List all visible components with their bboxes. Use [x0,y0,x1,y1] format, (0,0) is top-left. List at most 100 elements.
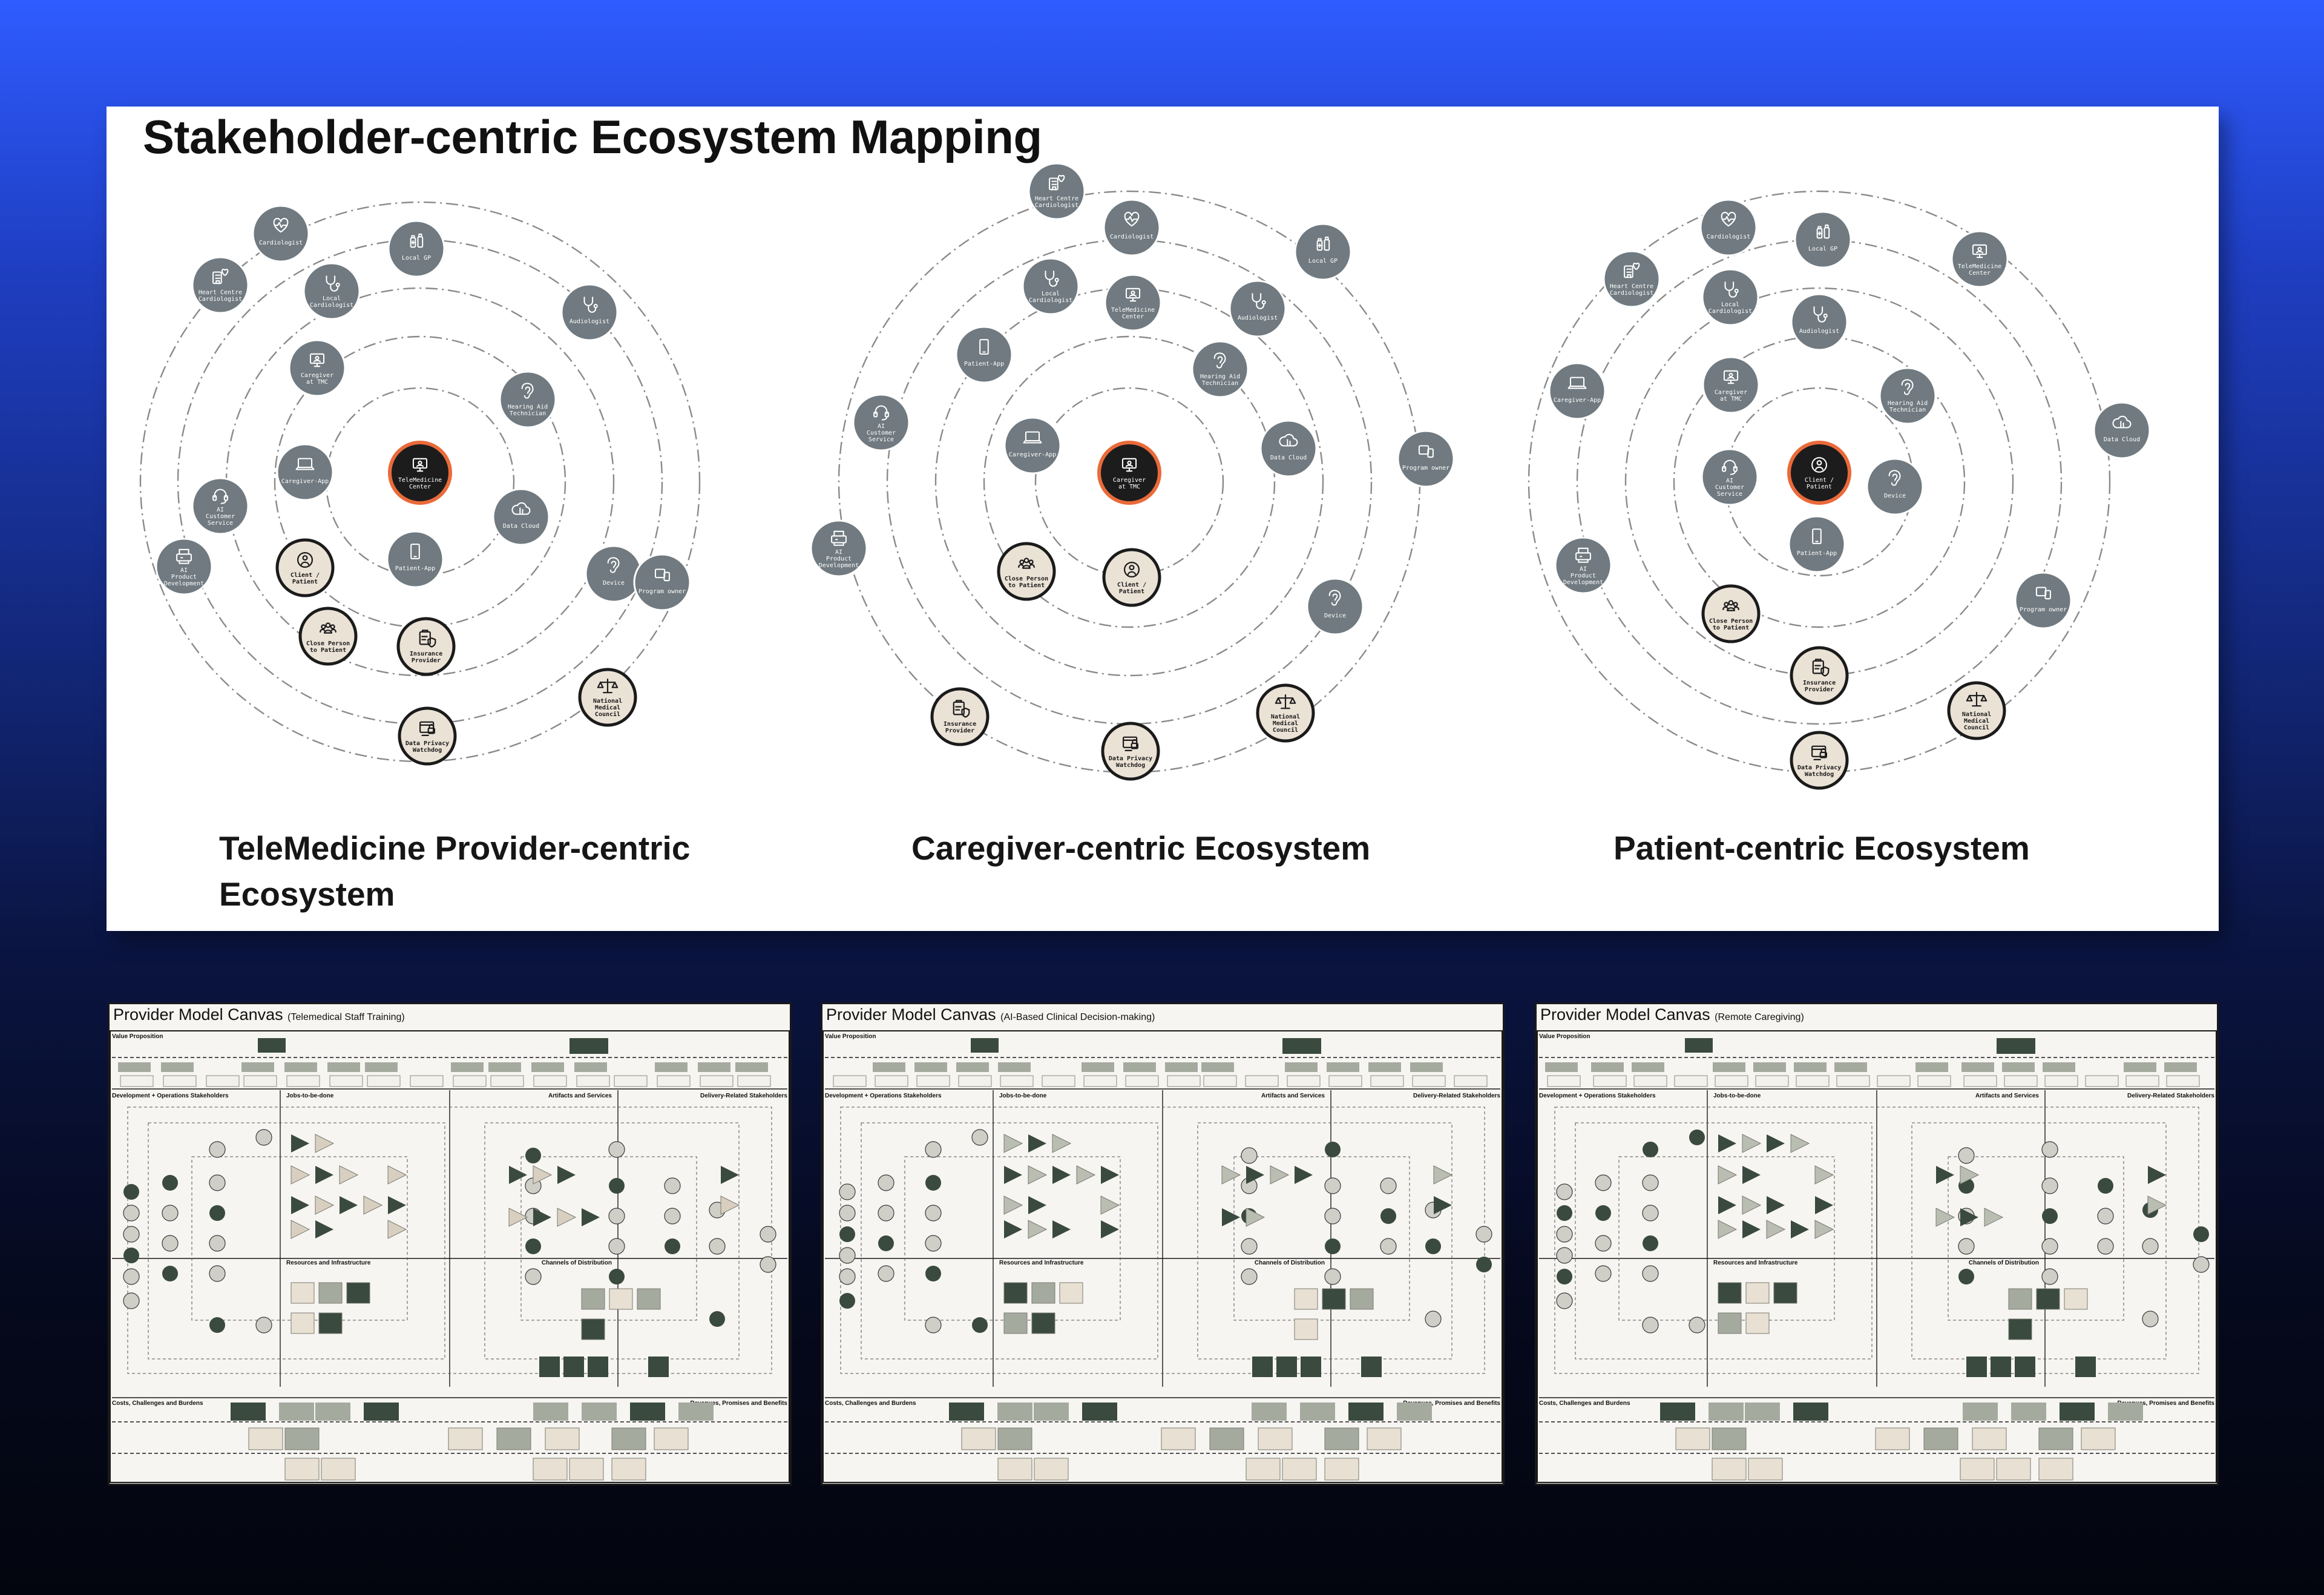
canvas-card[interactable] [1252,1403,1287,1421]
stakeholder-node[interactable]: Local GP [387,220,445,278]
stakeholder-dot[interactable] [925,1235,942,1252]
canvas-card[interactable] [118,1062,151,1072]
stakeholder-dot[interactable] [839,1226,855,1242]
canvas-card[interactable] [488,1062,521,1072]
stakeholder-node[interactable]: Local GP [1794,211,1852,269]
stakeholder-node[interactable]: Device [1866,458,1924,516]
canvas-card[interactable] [1252,1357,1273,1377]
jobs-arrow[interactable] [1718,1165,1738,1185]
stakeholder-node[interactable]: Caregiver-App [276,443,334,501]
stakeholder-dot[interactable] [123,1268,140,1285]
stakeholder-dot[interactable] [2041,1238,2058,1255]
jobs-arrow[interactable] [363,1195,383,1215]
canvas-card[interactable] [448,1427,483,1450]
canvas-card[interactable] [1209,1427,1244,1450]
canvas-card[interactable] [451,1062,484,1072]
stakeholder-dot[interactable] [1325,1142,1341,1157]
stakeholder-node[interactable]: Cardiologist [1699,199,1758,257]
canvas-card[interactable] [2060,1403,2095,1421]
stakeholder-dot[interactable] [1958,1269,1974,1284]
canvas-card[interactable] [1245,1075,1279,1087]
jobs-arrow[interactable] [1814,1165,1834,1185]
stakeholder-node[interactable]: Caregiver-App [1003,416,1062,475]
canvas-card[interactable] [1294,1288,1318,1310]
canvas-card[interactable] [1034,1403,1069,1421]
canvas-card[interactable] [496,1427,531,1450]
canvas-card[interactable] [1545,1062,1578,1072]
canvas-card[interactable] [1167,1075,1201,1087]
canvas-card[interactable] [1282,1458,1317,1481]
canvas-card[interactable] [611,1458,646,1481]
stakeholder-dot[interactable] [839,1268,856,1285]
canvas-card[interactable] [1674,1075,1708,1087]
jobs-arrow[interactable] [315,1166,333,1184]
jobs-arrow[interactable] [1718,1196,1736,1214]
canvas-card[interactable] [1834,1062,1867,1072]
jobs-arrow[interactable] [1718,1134,1736,1153]
canvas-card[interactable] [614,1075,648,1087]
stakeholder-dot[interactable] [162,1175,178,1191]
jobs-arrow[interactable] [1814,1220,1834,1239]
canvas-card[interactable] [1915,1062,1948,1072]
stakeholder-dot[interactable] [2041,1268,2058,1285]
canvas-card[interactable] [1034,1458,1069,1481]
stakeholder-dot[interactable] [1380,1208,1396,1224]
canvas-card[interactable] [1660,1403,1695,1421]
canvas-card[interactable] [1348,1403,1384,1421]
stakeholder-node[interactable]: Cardiologist [1103,199,1161,257]
stakeholder-dot[interactable] [1325,1238,1341,1254]
canvas-card[interactable] [533,1458,568,1481]
stakeholder-dot[interactable] [760,1226,776,1243]
stakeholder-node[interactable]: Audiologist [1229,280,1287,338]
canvas-card[interactable] [1276,1357,1297,1377]
canvas-card[interactable] [286,1075,320,1087]
canvas-card[interactable] [678,1403,714,1421]
canvas-card[interactable] [1991,1357,2011,1377]
canvas-card[interactable] [1715,1075,1748,1087]
jobs-arrow[interactable] [1434,1196,1452,1214]
stakeholder-dot[interactable] [123,1205,140,1222]
stakeholder-node[interactable]: Device [1306,577,1364,636]
stakeholder-dot[interactable] [209,1205,225,1221]
canvas-card[interactable] [1960,1458,1995,1481]
canvas-card[interactable] [875,1075,908,1087]
jobs-arrow[interactable] [1791,1220,1809,1238]
canvas-card[interactable] [1324,1458,1359,1481]
canvas-card[interactable] [1367,1427,1402,1450]
jobs-arrow[interactable] [1028,1134,1046,1153]
stakeholder-dot[interactable] [162,1266,178,1281]
canvas-card[interactable] [533,1403,568,1421]
jobs-arrow[interactable] [2148,1166,2166,1184]
jobs-arrow[interactable] [1742,1195,1762,1215]
canvas-card[interactable] [1753,1062,1786,1072]
canvas-card[interactable] [588,1357,608,1377]
stakeholder-dot[interactable] [1556,1247,1573,1264]
canvas-card[interactable] [1003,1312,1028,1334]
canvas-card[interactable] [327,1062,360,1072]
canvas-card[interactable] [654,1427,689,1450]
jobs-arrow[interactable] [388,1196,406,1214]
stakeholder-dot[interactable] [1476,1257,1492,1272]
stakeholder-dot[interactable] [839,1293,855,1309]
jobs-arrow[interactable] [1935,1208,1955,1227]
stakeholder-node[interactable]: Patient-App [386,530,444,588]
canvas-card[interactable] [2036,1288,2060,1310]
canvas-card[interactable] [2124,1062,2156,1072]
canvas-card[interactable] [1031,1312,1055,1334]
jobs-arrow[interactable] [387,1220,407,1239]
canvas-card[interactable] [1745,1282,1770,1304]
stakeholder-dot[interactable] [255,1129,272,1146]
canvas-card[interactable] [1370,1075,1404,1087]
stakeholder-node[interactable]: Client /Patient [1102,548,1161,607]
canvas-card[interactable] [570,1038,608,1054]
stakeholder-dot[interactable] [525,1238,541,1254]
canvas-card[interactable] [1282,1038,1321,1054]
